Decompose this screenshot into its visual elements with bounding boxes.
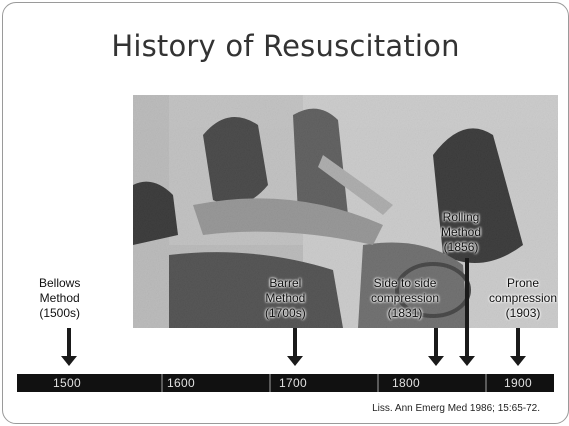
- slide-title: History of Resuscitation: [3, 29, 568, 63]
- event-prone-compression: Prone compression (1903): [489, 276, 557, 321]
- event-side-line1: Side to side: [371, 276, 439, 291]
- timeline-tick-mark: [485, 374, 487, 392]
- timeline-tick-1600: 1600: [167, 376, 195, 390]
- timeline-tick-1800: 1800: [392, 376, 420, 390]
- event-rolling-line2: Method: [441, 225, 481, 240]
- arrow-rolling: [465, 258, 469, 358]
- event-rolling-method: Rolling Method (1856): [441, 210, 481, 255]
- event-side-line2: compression: [371, 291, 439, 306]
- event-prone-line3: (1903): [489, 306, 557, 321]
- timeline-tick-1700: 1700: [279, 376, 307, 390]
- timeline-tick-mark: [269, 374, 271, 392]
- event-bellows-line2: Method: [39, 291, 80, 306]
- timeline-tick-mark: [377, 374, 379, 392]
- arrow-bellows: [67, 328, 71, 358]
- event-barrel-line3: (1700s): [265, 306, 306, 321]
- event-bellows-method: Bellows Method (1500s): [39, 276, 80, 321]
- event-rolling-line1: Rolling: [441, 210, 481, 225]
- citation: Liss. Ann Emerg Med 1986; 15:65-72.: [372, 403, 540, 414]
- event-bellows-line3: (1500s): [39, 306, 80, 321]
- timeline-tick-1900: 1900: [504, 376, 532, 390]
- event-barrel-line2: Method: [265, 291, 306, 306]
- event-prone-line2: compression: [489, 291, 557, 306]
- timeline-tick-mark: [161, 374, 163, 392]
- timeline-tick-1500: 1500: [53, 376, 81, 390]
- event-barrel-line1: Barrel: [265, 276, 306, 291]
- arrow-side-to-side: [434, 328, 438, 358]
- arrow-barrel: [293, 328, 297, 358]
- event-bellows-line1: Bellows: [39, 276, 80, 291]
- event-barrel-method: Barrel Method (1700s): [265, 276, 306, 321]
- event-rolling-line3: (1856): [441, 240, 481, 255]
- event-side-line3: (1831): [371, 306, 439, 321]
- event-prone-line1: Prone: [489, 276, 557, 291]
- event-side-to-side: Side to side compression (1831): [371, 276, 439, 321]
- arrow-prone: [516, 328, 520, 358]
